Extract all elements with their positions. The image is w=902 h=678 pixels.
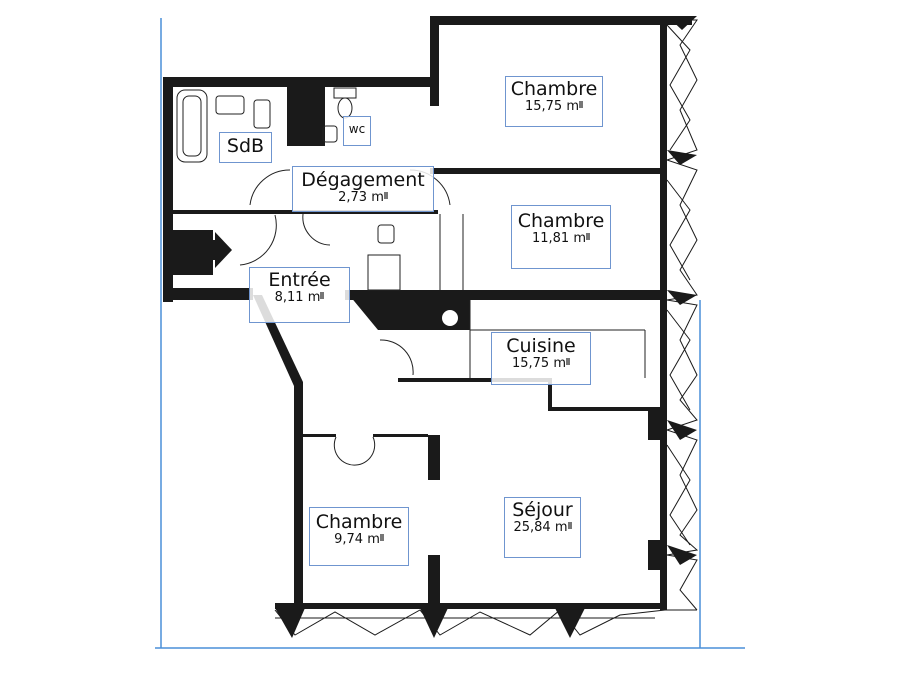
superscript-square [586, 232, 590, 240]
room-label-sdb: SdB [219, 132, 272, 163]
room-area: 15,75 m [492, 357, 590, 371]
facade-bottom [274, 609, 697, 636]
room-label-chambre-3: Chambre 9,74 m [309, 507, 409, 566]
room-name: Chambre [517, 210, 605, 232]
bathtub [176, 89, 208, 163]
room-label-degagement: Dégagement 2,73 m [292, 166, 434, 212]
room-area: 15,75 m [506, 100, 602, 114]
room-area: 11,81 m [512, 232, 610, 246]
superscript-square [320, 291, 325, 299]
superscript-square [383, 191, 388, 199]
room-area: 9,74 m [310, 533, 408, 547]
column [442, 310, 458, 326]
room-label-cuisine: Cuisine 15,75 m [491, 332, 591, 385]
room-name: Dégagement [301, 169, 425, 191]
room-label-wc: WC [343, 116, 371, 146]
facade-pillars [275, 16, 697, 638]
bidet [253, 99, 271, 129]
room-label-entree: Entrée 8,11 m [249, 267, 350, 323]
superscript-square [567, 521, 572, 529]
facade-right [665, 19, 699, 611]
superscript-square [579, 100, 583, 108]
room-name: WC [348, 122, 366, 136]
area-value: 9,74 m [334, 531, 380, 547]
room-label-chambre-1: Chambre 15,75 m [505, 76, 603, 127]
room-label-chambre-2: Chambre 11,81 m [511, 205, 611, 269]
area-value: 15,75 m [524, 98, 579, 114]
room-name: Séjour [512, 499, 573, 521]
room-area: 8,11 m [250, 291, 349, 305]
room-name: Entrée [268, 269, 331, 291]
sink [215, 95, 245, 115]
toilet-tank [333, 87, 357, 99]
area-value: 8,11 m [274, 289, 321, 305]
walls [163, 16, 692, 610]
frame-lines [155, 18, 745, 649]
area-value: 2,73 m [338, 189, 384, 205]
superscript-square [566, 357, 570, 365]
area-value: 25,84 m [513, 519, 568, 535]
toilet [337, 97, 353, 119]
room-name: Chambre [315, 511, 403, 533]
room-name: Cuisine [506, 335, 576, 357]
room-label-sejour: Séjour 25,84 m [504, 497, 581, 558]
room-name: SdB [226, 135, 265, 157]
room-area: 2,73 m [293, 191, 433, 205]
room-name: Chambre [510, 78, 598, 100]
area-value: 15,75 m [511, 355, 566, 371]
area-value: 11,81 m [531, 230, 586, 246]
entrance-arrow-icon [205, 232, 232, 268]
fixtures [176, 87, 646, 466]
room-area: 25,84 m [505, 521, 580, 535]
superscript-square [379, 533, 384, 541]
